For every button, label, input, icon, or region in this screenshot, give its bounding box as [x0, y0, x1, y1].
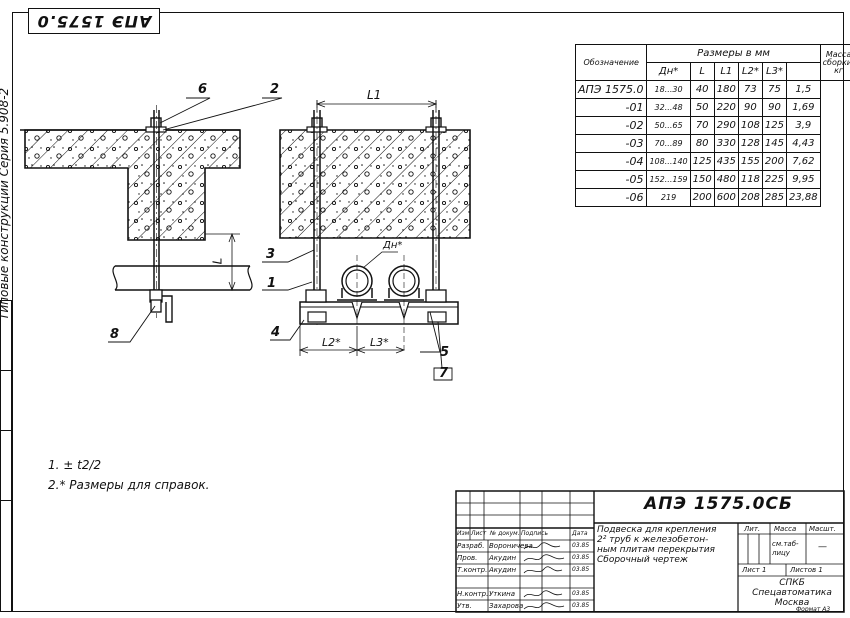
date: 03.85: [572, 542, 590, 549]
hdr-sign: Подпись: [521, 530, 548, 537]
dim-l-left: [200, 232, 240, 292]
role: Т.контр.: [457, 566, 488, 574]
table-row: -02 50...65 70 290 108 125 3,9: [574, 116, 850, 135]
dim-l1: [315, 100, 438, 112]
drawing-title: Подвеска для крепления 2² труб к железоб…: [597, 525, 717, 565]
dim-l2-l3: [298, 326, 406, 356]
table-row: -03 70...89 80 330 128 145 4,43: [574, 134, 850, 153]
dim-l-label: L: [210, 257, 225, 265]
right-slab-section: [279, 129, 471, 239]
role: Разраб.: [457, 542, 485, 550]
left-slab-section: [20, 129, 241, 241]
date: 03.85: [572, 554, 590, 561]
left-margin-cell: [0, 430, 12, 431]
hdr-doc: № докум.: [490, 530, 520, 537]
date: 03.85: [572, 566, 590, 573]
left-margin-strip: [0, 300, 12, 612]
scale-value: —: [818, 542, 827, 552]
callout-2: 2: [270, 82, 280, 97]
table-row: -06 219 200 600 208 285 23,88: [574, 188, 850, 207]
right-rod-2: [425, 100, 447, 325]
header-mass: Масса сборки, кг: [819, 44, 850, 81]
note-1: 1. ± t2/2: [48, 458, 101, 472]
title-block-grid: [455, 490, 845, 613]
col-l3: L3*: [761, 62, 788, 81]
left-rod: [145, 105, 167, 318]
name: Акудин: [489, 554, 517, 562]
name: Вороничева: [489, 542, 533, 550]
date: 03.85: [572, 602, 590, 609]
table-row: АПЭ 1575.0 18...30 40 180 73 75 1,5: [574, 80, 850, 99]
mass-value: см.таб-лицу: [772, 540, 799, 557]
name: Акудин: [489, 566, 517, 574]
header-dims: Размеры в мм: [646, 44, 821, 63]
left-margin-cell: [0, 500, 12, 501]
note-1-expr: ± t2/2: [63, 458, 102, 472]
col-scale: Масшт.: [809, 525, 836, 533]
name: Захарова: [489, 602, 524, 610]
dim-l3-label: L3*: [370, 336, 389, 349]
dim-l2-label: L2*: [322, 336, 341, 349]
table-row: -04 108...140 125 435 155 200 7,62: [574, 152, 850, 171]
callout-5: 5: [440, 345, 450, 360]
dn-leader: [362, 251, 398, 269]
callout-7: 7: [439, 366, 449, 381]
left-pipe: [112, 265, 253, 323]
col-dn: Дн*: [646, 62, 691, 81]
col-l1: L1: [713, 62, 739, 81]
format-label: Формат А3: [796, 606, 831, 613]
col-l: L: [689, 62, 715, 81]
role: Н.контр.: [457, 590, 489, 598]
signatures: [523, 542, 565, 610]
left-margin-cell: [0, 370, 12, 371]
role: Утв.: [457, 602, 472, 610]
base-strip: [299, 289, 459, 325]
name: Уткина: [489, 590, 515, 598]
callout-4: 4: [271, 325, 281, 340]
hdr-sheet: Лист: [471, 530, 487, 537]
role: Пров.: [457, 554, 478, 562]
col-lit: Лит.: [744, 525, 761, 533]
hdr-date: Дата: [572, 530, 588, 537]
sheet-number: Лист 1: [742, 566, 767, 574]
drawing-frame: [12, 12, 844, 612]
hdr-change: Изм: [457, 530, 470, 537]
callout-8: 8: [110, 327, 120, 342]
callout-1: 1: [267, 276, 277, 291]
organization: СПКБ Спецавтоматика Москва: [752, 578, 832, 608]
table-row: -05 152...159 150 480 118 225 9,95: [574, 170, 850, 189]
drawing-code: АПЭ 1575.0СБ: [644, 494, 793, 514]
date: 03.85: [572, 590, 590, 597]
dim-dn-label: Дн*: [383, 240, 403, 251]
sheets-count: Листов 1: [790, 566, 823, 574]
callout-leaders: [108, 97, 453, 381]
note-1-prefix: 1.: [48, 458, 60, 472]
dim-l1-label: L1: [367, 88, 382, 102]
note-2: 2.* Размеры для справок.: [48, 478, 210, 492]
col-mass: Масса: [774, 525, 797, 533]
col-l2: L2*: [737, 62, 763, 81]
callout-3: 3: [266, 247, 276, 262]
right-rod-1: [306, 100, 328, 325]
header-designation: Обозначение: [574, 44, 648, 81]
table-row: -01 32...48 50 220 90 90 1,69: [574, 98, 850, 117]
pipe-clamp-1: [337, 255, 377, 326]
pipe-clamp-2: [384, 255, 424, 350]
dimensions-table: Обозначение Размеры в мм Масса сборки, к…: [574, 44, 850, 207]
callout-6: 6: [198, 82, 208, 97]
